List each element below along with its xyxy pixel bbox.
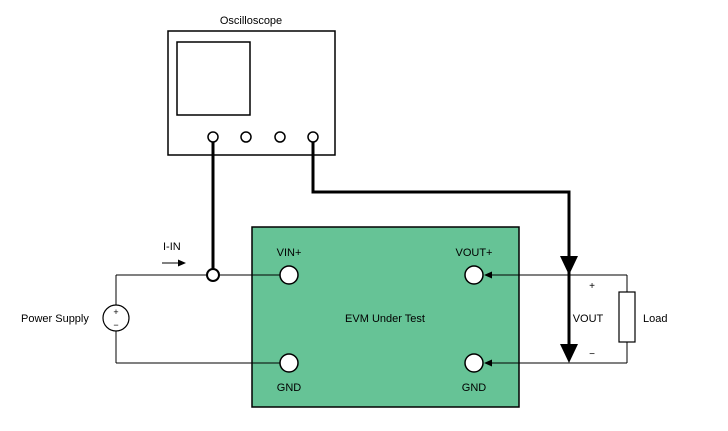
power-supply: + − Power Supply xyxy=(21,274,280,364)
current-probe: I-IN xyxy=(162,142,220,282)
vin-plus-label: VIN+ xyxy=(277,247,302,259)
current-direction-arrow-icon xyxy=(178,259,186,267)
oscilloscope-channel-4 xyxy=(307,131,319,143)
oscilloscope-channel-1 xyxy=(207,131,219,143)
current-label: I-IN xyxy=(163,241,181,253)
evm-board-body xyxy=(251,226,520,408)
vout-plus-sign: + xyxy=(589,281,595,292)
power-supply-minus-sign: − xyxy=(113,320,118,330)
voltage-probe: VOUT + − xyxy=(311,142,604,363)
oscilloscope: Oscilloscope xyxy=(167,15,336,156)
vout-plus-label: VOUT+ xyxy=(456,247,493,259)
gnd-left-label: GND xyxy=(277,382,302,394)
gnd-connection-arrow-icon xyxy=(484,359,492,367)
power-supply-label: Power Supply xyxy=(21,313,89,325)
load-label: Load xyxy=(643,313,667,325)
oscilloscope-screen xyxy=(176,41,251,116)
vout-connection-arrow-icon xyxy=(484,271,492,279)
power-supply-plus-sign: + xyxy=(113,307,118,317)
gnd-right-label: GND xyxy=(462,382,487,394)
load: Load xyxy=(484,271,667,367)
vin-plus-terminal xyxy=(279,265,299,285)
load-resistor xyxy=(618,291,636,343)
power-supply-symbol xyxy=(102,304,130,332)
voltage-probe-minus-tip-icon xyxy=(560,344,578,363)
oscilloscope-channel-3 xyxy=(274,131,286,143)
vout-minus-sign: − xyxy=(589,349,595,360)
gnd-left-terminal xyxy=(279,353,299,373)
vout-label: VOUT xyxy=(573,313,604,325)
gnd-right-terminal xyxy=(464,353,484,373)
current-probe-clamp xyxy=(206,268,220,282)
evm-label: EVM Under Test xyxy=(345,313,425,325)
evm-board: EVM Under Test VIN+ GND VOUT+ GND xyxy=(251,226,520,408)
oscilloscope-channel-2 xyxy=(240,131,252,143)
vout-plus-terminal xyxy=(464,265,484,285)
voltage-probe-plus-tip-icon xyxy=(560,256,578,275)
oscilloscope-label: Oscilloscope xyxy=(220,15,282,27)
